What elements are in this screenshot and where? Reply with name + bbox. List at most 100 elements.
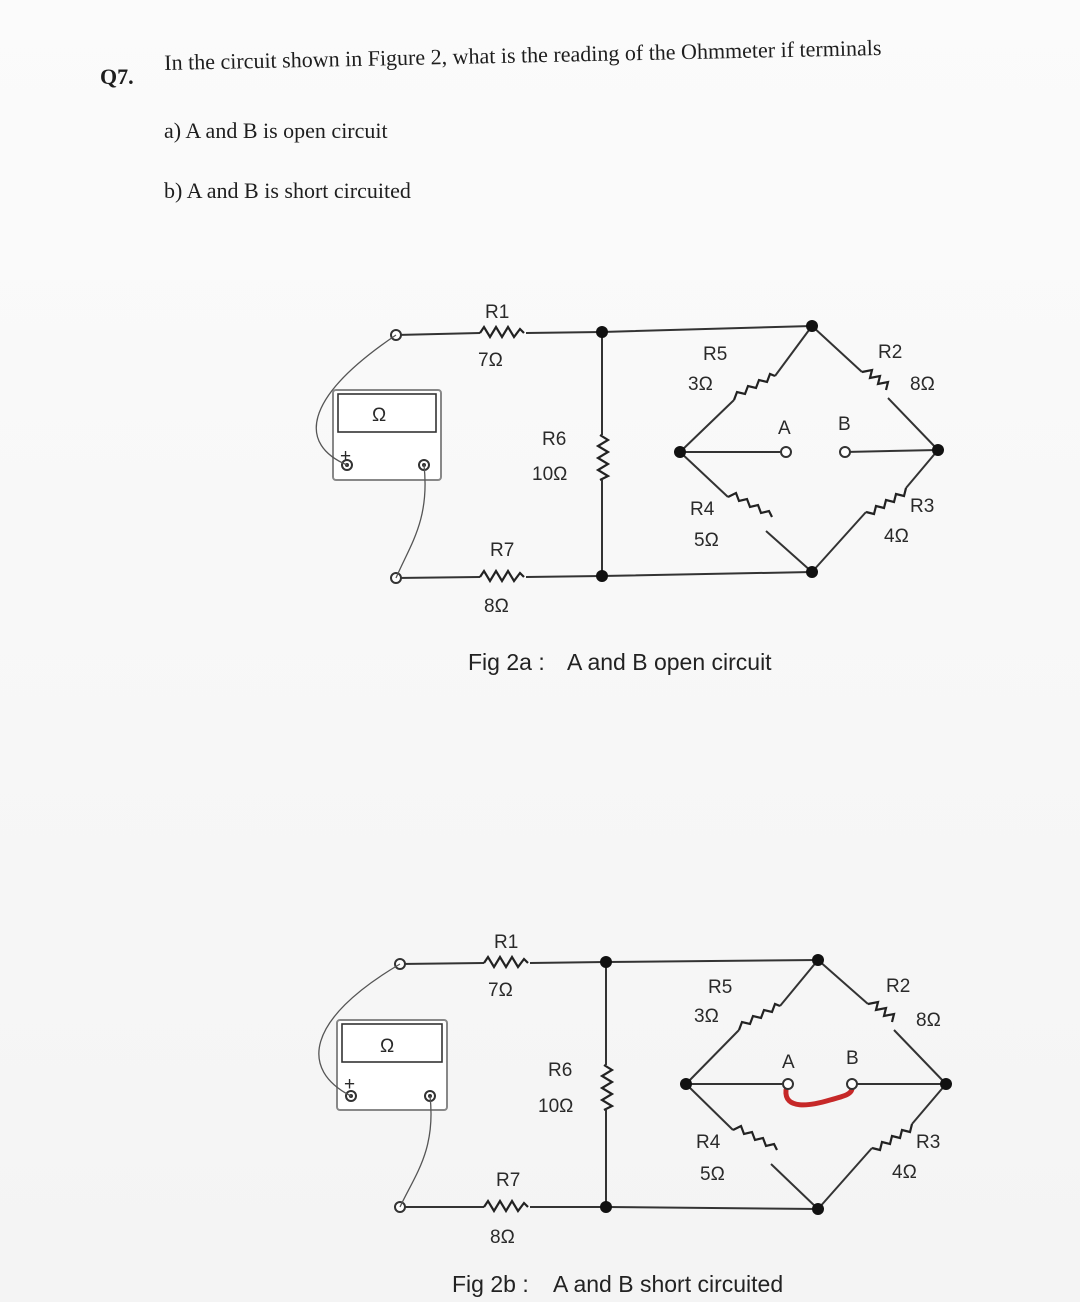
value-r6: 10Ω	[532, 464, 567, 485]
node	[812, 954, 824, 966]
option-b: b) A and B is short circuited	[164, 178, 411, 203]
resistor-r1	[483, 954, 529, 970]
wire-r2-upper	[817, 959, 869, 1005]
label-r4: R4	[696, 1132, 721, 1153]
wire-r3-upper	[905, 449, 939, 489]
wire-r3-upper	[911, 1083, 947, 1125]
value-r6: 10Ω	[538, 1096, 573, 1117]
wire-r2-upper	[811, 325, 863, 373]
label-terminal-a: A	[778, 418, 791, 439]
resistor-r5	[737, 1002, 781, 1031]
terminal-a[interactable]	[782, 1078, 794, 1090]
probe-lead-negative	[395, 464, 426, 579]
ohmmeter: Ω +	[315, 334, 442, 579]
label-r6: R6	[548, 1060, 572, 1081]
label-r5: R5	[708, 977, 732, 998]
wire-r3-lower	[811, 511, 867, 573]
figure-2b-id: Fig 2b :	[452, 1271, 529, 1297]
resistor-r7	[479, 568, 525, 584]
label-r4: R4	[690, 499, 715, 520]
figure-2a-id: Fig 2a :	[468, 649, 545, 675]
terminal-b[interactable]	[839, 446, 851, 458]
resistor-r3	[871, 1123, 914, 1152]
value-r5: 3Ω	[694, 1006, 719, 1027]
wire-r5-lower	[679, 399, 735, 453]
node	[680, 1078, 692, 1090]
value-r5: 3Ω	[688, 374, 713, 395]
resistor-r4	[732, 1124, 778, 1151]
resistor-r5	[732, 372, 776, 401]
value-r4: 5Ω	[700, 1164, 725, 1185]
label-r2: R2	[878, 342, 902, 363]
label-terminal-a: A	[782, 1052, 795, 1073]
terminal-b[interactable]	[846, 1078, 858, 1090]
label-r2: R2	[886, 976, 910, 997]
wire-r3-lower	[817, 1147, 873, 1210]
wire-r2-lower	[887, 397, 939, 451]
value-r7: 8Ω	[490, 1227, 515, 1248]
probe-lead-positive	[315, 334, 397, 466]
resistor-r2	[867, 1000, 896, 1023]
node	[812, 1203, 824, 1215]
value-r3: 4Ω	[884, 526, 909, 547]
value-r1: 7Ω	[488, 980, 513, 1001]
option-a: a) A and B is open circuit	[164, 118, 388, 143]
value-r2: 8Ω	[910, 374, 935, 395]
wire-r5-lower	[685, 1029, 740, 1085]
terminal-a[interactable]	[780, 446, 792, 458]
ohm-symbol: Ω	[380, 1036, 394, 1057]
wire-r4-upper	[685, 1083, 734, 1131]
label-terminal-b: B	[838, 414, 851, 435]
ohm-symbol: Ω	[372, 405, 386, 426]
resistor-r6	[595, 434, 611, 481]
wire-from-b	[844, 449, 939, 453]
probe-lead-positive	[318, 963, 401, 1097]
wire-r5-upper	[774, 325, 813, 377]
label-r3: R3	[916, 1132, 940, 1153]
wire-top-left	[395, 332, 481, 336]
wire-r4-lower	[765, 530, 813, 573]
figure-2a: Ω + R1 7Ω R7 8Ω R6 10Ω R5 3Ω R4 5Ω R2 8Ω…	[315, 302, 944, 675]
node	[596, 570, 608, 582]
plus-sign: +	[340, 446, 351, 467]
probe-lead-negative	[399, 1095, 432, 1208]
plus-sign: +	[344, 1074, 355, 1095]
wire-top	[529, 959, 819, 964]
node	[940, 1078, 952, 1090]
wire-r5-upper	[779, 959, 819, 1007]
wire-bottom-left	[395, 576, 481, 579]
node	[806, 566, 818, 578]
short-circuit-wire	[783, 1085, 855, 1108]
wire-top-left	[399, 962, 485, 965]
node	[600, 956, 612, 968]
value-r2: 8Ω	[916, 1010, 941, 1031]
resistor-r1	[479, 324, 525, 340]
label-r5: R5	[703, 344, 727, 365]
value-r7: 8Ω	[484, 596, 509, 617]
resistor-r2	[861, 368, 890, 391]
resistor-r6	[599, 1064, 615, 1111]
value-r1: 7Ω	[478, 350, 503, 371]
figure-2b: Ω + R1 7Ω R7 8Ω R6 10Ω R5 3Ω R4 5Ω R2 8Ω…	[318, 932, 952, 1297]
resistor-r7	[483, 1198, 529, 1214]
label-terminal-b: B	[846, 1048, 859, 1069]
value-r3: 4Ω	[892, 1162, 917, 1183]
label-r7: R7	[496, 1170, 520, 1191]
wire-top	[525, 325, 813, 334]
node	[596, 326, 608, 338]
wire-bottom	[530, 1206, 819, 1210]
figure-2b-caption: A and B short circuited	[553, 1271, 783, 1297]
resistor-r4	[727, 491, 773, 518]
label-r7: R7	[490, 540, 514, 561]
wire-r2-lower	[893, 1029, 947, 1085]
value-r4: 5Ω	[694, 530, 719, 551]
node	[674, 446, 686, 458]
question-number: Q7.	[100, 64, 134, 89]
label-r6: R6	[542, 429, 566, 450]
wire-r4-upper	[679, 451, 729, 498]
wire-bottom	[525, 571, 813, 578]
ohmmeter-display	[341, 1023, 443, 1063]
label-r3: R3	[910, 496, 934, 517]
